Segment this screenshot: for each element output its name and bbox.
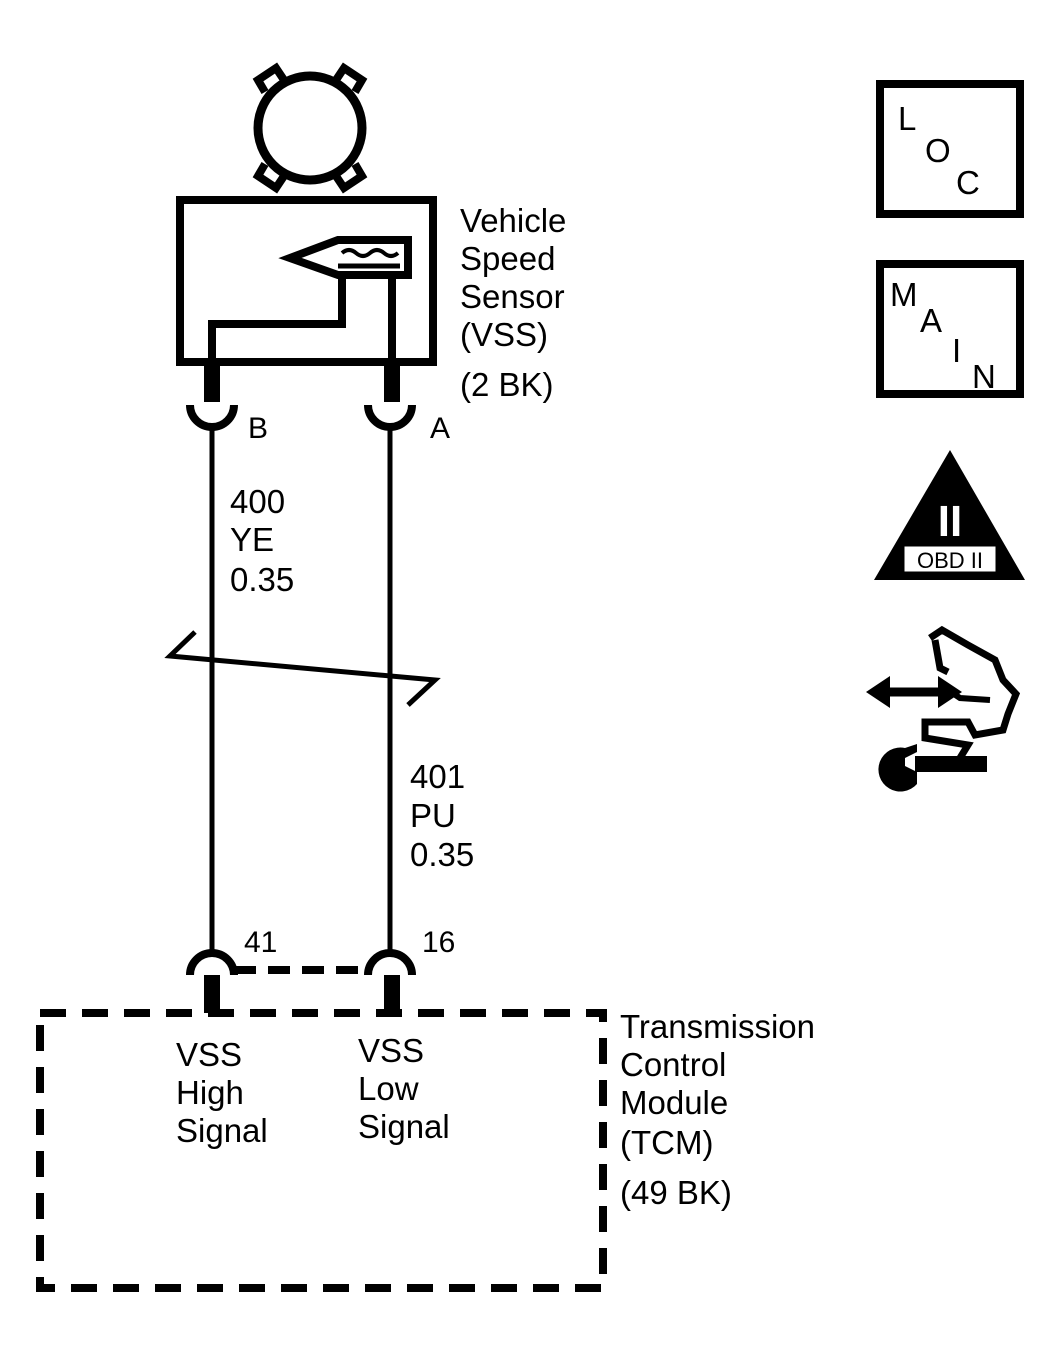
sensor-pin-a-stub [384,362,400,402]
svg-text:I: I [952,332,961,369]
svg-text:0.35: 0.35 [410,836,474,873]
sensor-element-icon [208,236,412,372]
navigation-hand-icon[interactable] [866,625,1021,792]
svg-text:Low: Low [358,1070,419,1107]
svg-text:401: 401 [410,758,465,795]
main-icon[interactable]: M A I N [876,260,1024,398]
tcm-pin-41-stub [204,975,220,1013]
svg-text:PU: PU [410,797,456,834]
connector-cup-b [186,404,238,431]
svg-text:(49 BK): (49 BK) [620,1174,732,1211]
wire-400-label: 400 YE 0.35 [230,483,294,598]
svg-text:High: High [176,1074,244,1111]
svg-text:L: L [898,100,916,137]
svg-text:(2 BK): (2 BK) [460,366,554,403]
svg-text:Control: Control [620,1046,726,1083]
location-icon[interactable]: L O C [876,80,1024,218]
connector-cup-a [364,404,416,431]
sensor-box [176,196,437,366]
sensor-pin-a-label: A [430,412,450,445]
svg-text:Vehicle: Vehicle [460,202,566,239]
svg-text:(VSS): (VSS) [460,316,548,353]
wire-401-label: 401 PU 0.35 [410,758,474,873]
svg-text:VSS: VSS [358,1032,424,1069]
svg-text:Transmission: Transmission [620,1008,815,1045]
obd-ii-icon[interactable]: II OBD II [874,450,1025,580]
svg-text:Module: Module [620,1084,728,1121]
svg-text:(TCM): (TCM) [620,1124,713,1161]
tcm-box [36,1009,607,1292]
svg-text:M: M [890,276,918,313]
svg-text:Speed: Speed [460,240,555,277]
tcm-name: Transmission Control Module (TCM) (49 BK… [620,1008,815,1211]
svg-text:N: N [972,358,996,395]
svg-text:O: O [925,132,951,169]
tcm-vss-high-signal: VSS High Signal [176,1036,268,1149]
svg-text:Signal: Signal [358,1108,450,1145]
svg-text:400: 400 [230,483,285,520]
svg-text:VSS: VSS [176,1036,242,1073]
svg-text:YE: YE [230,521,274,558]
svg-text:A: A [920,302,942,339]
connector-cup-41 [186,949,238,976]
svg-text:0.35: 0.35 [230,561,294,598]
svg-text:OBD II: OBD II [917,548,983,573]
sensor-pin-b-label: B [248,412,268,445]
tcm-pin-16-stub [384,975,400,1013]
tcm-pin-41-label: 41 [244,926,277,959]
svg-text:C: C [956,164,980,201]
tcm-pin-16-label: 16 [422,926,455,959]
tcm-vss-low-signal: VSS Low Signal [358,1032,450,1145]
sensor-pin-b-stub [204,362,220,402]
sensor-body-icon [252,62,368,194]
connector-cup-16 [364,949,416,976]
svg-text:II: II [938,497,962,546]
wire-break-symbol [164,630,441,707]
svg-text:Sensor: Sensor [460,278,565,315]
svg-text:Signal: Signal [176,1112,268,1149]
sensor-name: Vehicle Speed Sensor (VSS) (2 BK) [460,202,566,403]
